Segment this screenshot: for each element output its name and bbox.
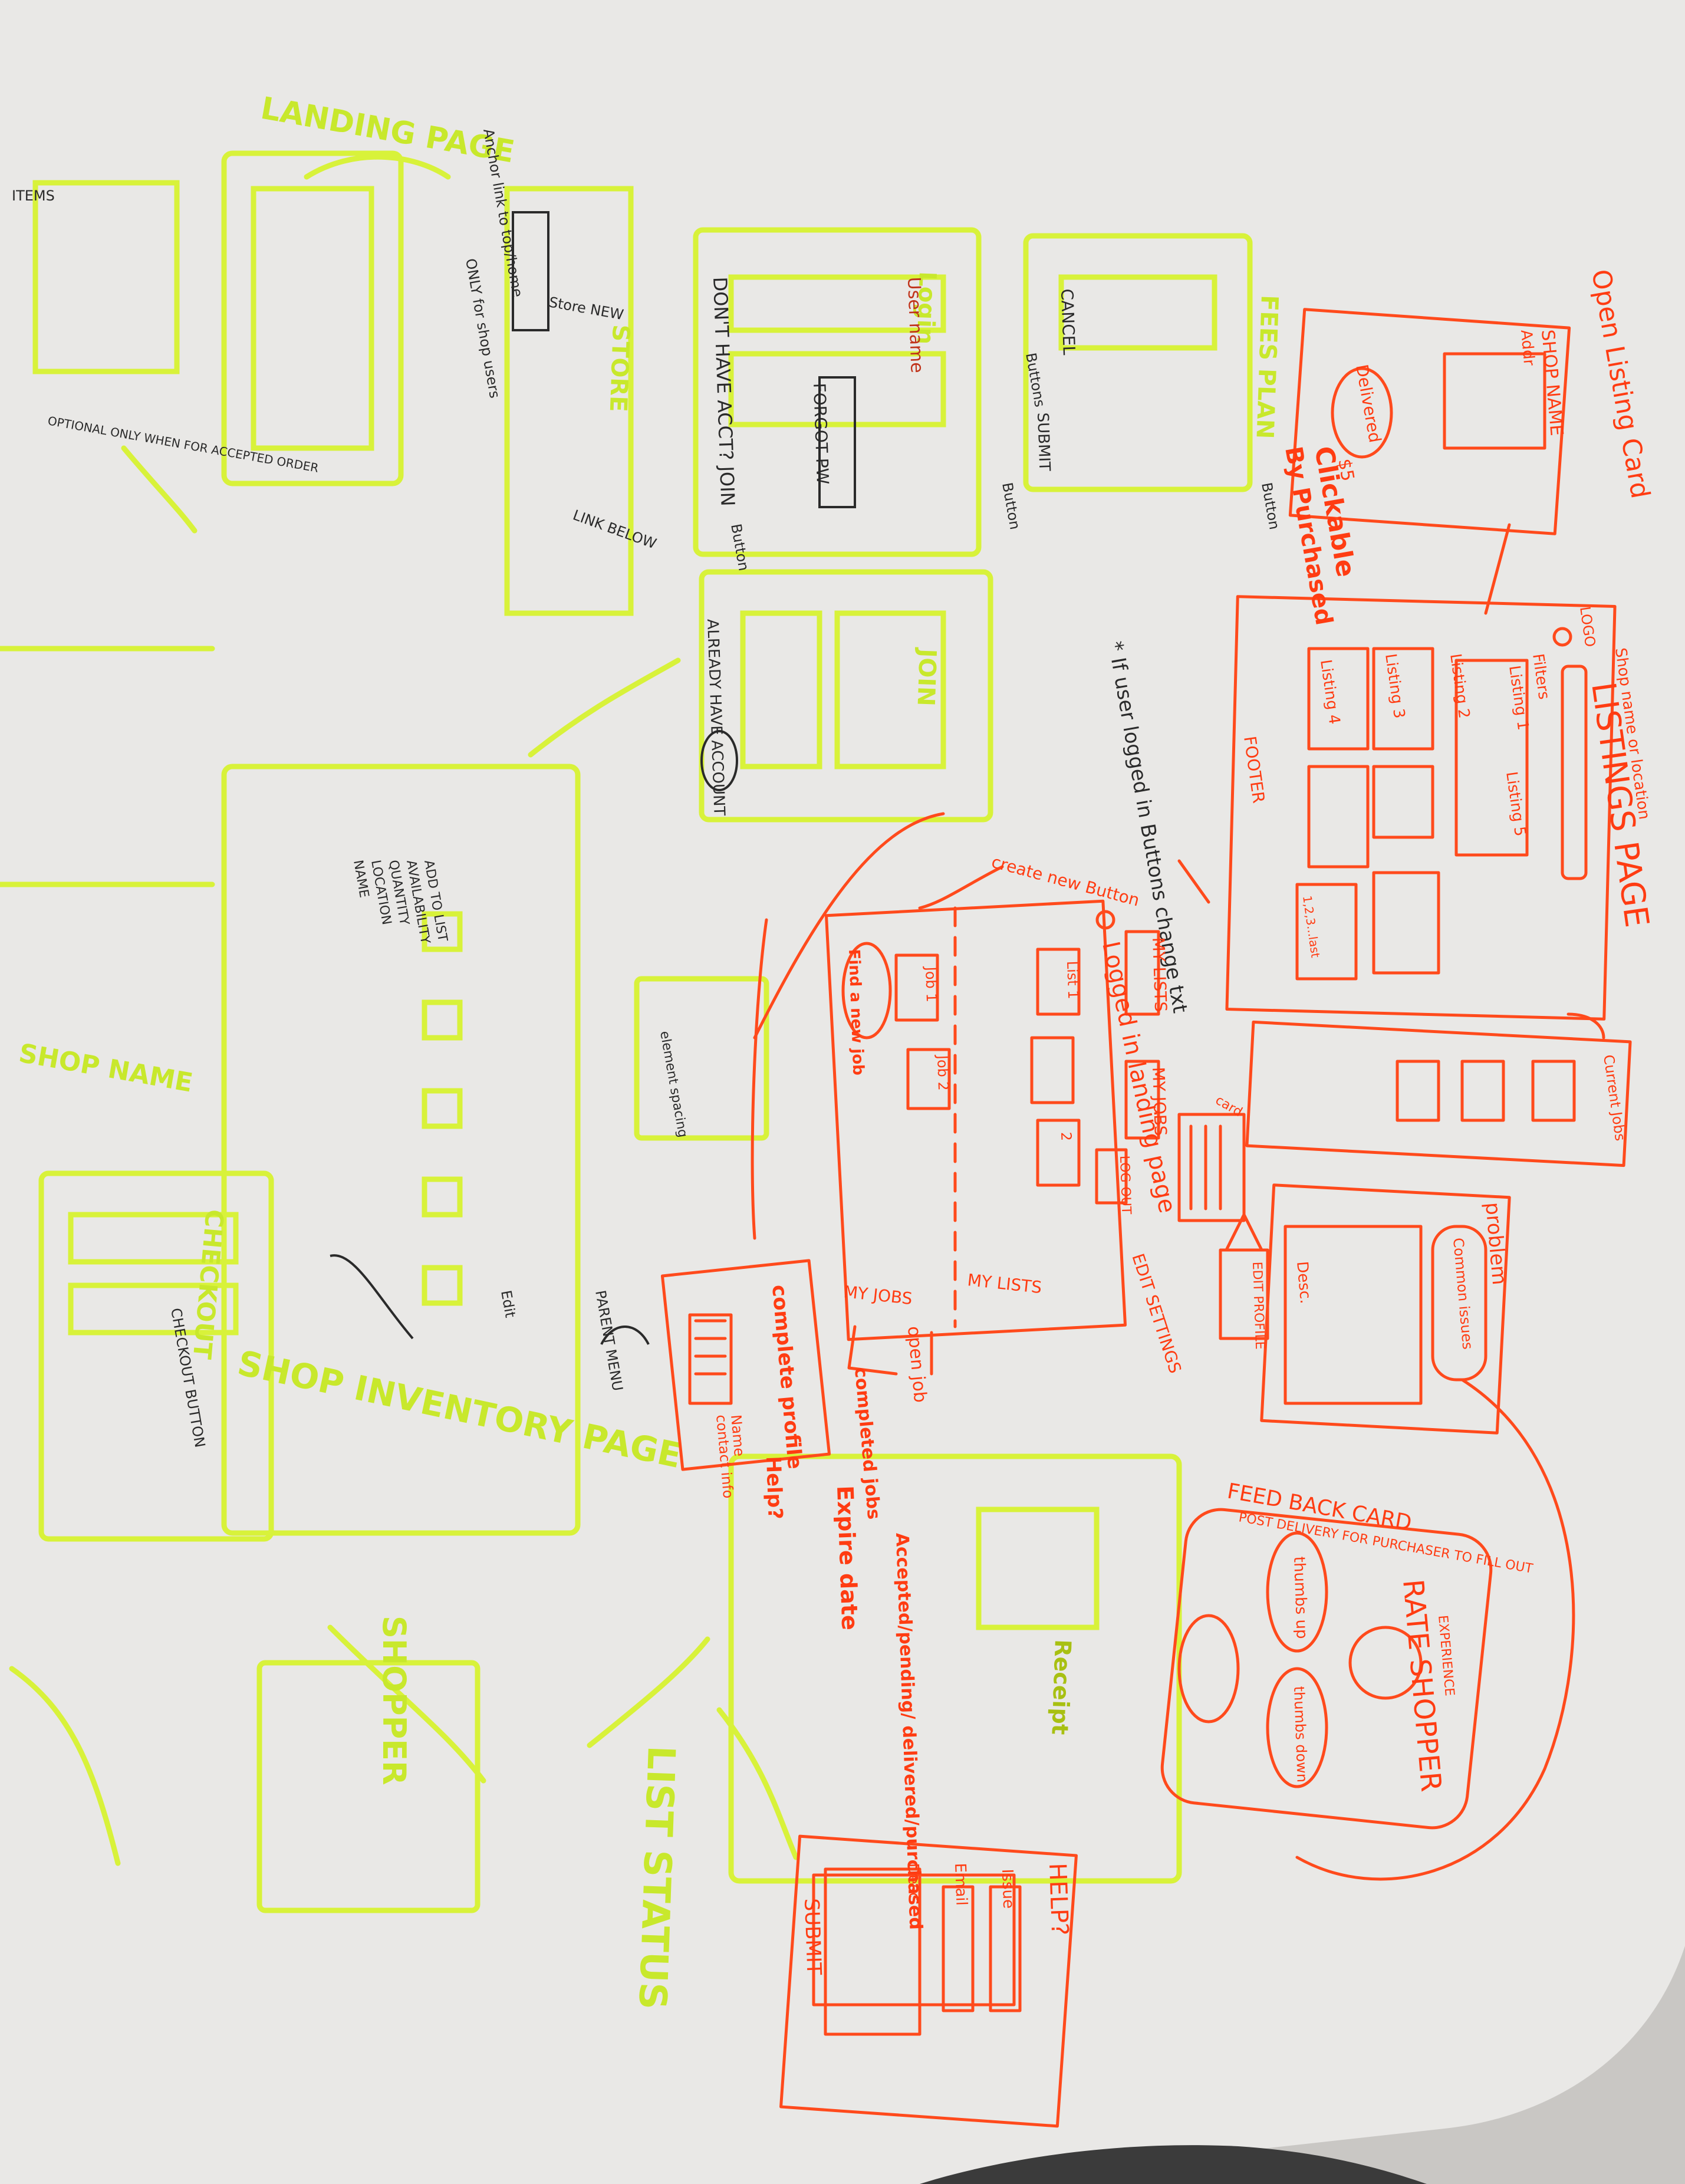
help-submit-label: SUBMIT	[799, 1898, 826, 1975]
job-2-label: Job 2	[934, 1054, 952, 1091]
feedback-card-frame	[1160, 1508, 1493, 1830]
delivered-badge	[1331, 367, 1393, 459]
help-issue-label: Issue	[998, 1869, 1017, 1909]
edit-profile-label: EDIT PROFILE	[1249, 1261, 1267, 1350]
listings-page-frame	[1225, 595, 1617, 1021]
black-pen-shapes	[330, 211, 856, 1345]
help-form-frame	[779, 1834, 1078, 2128]
items-note: ITEMS	[12, 188, 55, 204]
yellow-receipt-label: Receipt	[1046, 1639, 1076, 1735]
find-new-job-bubble	[841, 942, 892, 1040]
job-1-label: Job 1	[922, 965, 940, 1002]
thumbs-up-oval	[1266, 1531, 1328, 1653]
search-bar	[1561, 665, 1588, 880]
listing-2-box	[1372, 647, 1434, 751]
profile-name-label: Name	[728, 1414, 748, 1457]
listing-4-box	[1295, 883, 1358, 981]
forgot-pw-note: FORGOT PW	[809, 383, 832, 485]
list-1-label: List 1	[1064, 961, 1081, 999]
orange-sketch-layer	[660, 308, 1632, 2128]
yellow-join-label: JOIN	[912, 647, 941, 707]
address-label: Addr	[1517, 329, 1538, 367]
yellow-login-frame	[693, 227, 982, 557]
listing-1-box	[1307, 647, 1370, 751]
submit-note: SUBMIT	[1034, 412, 1053, 471]
complete-profile-frame	[660, 1259, 831, 1471]
yellow-shop-frame	[221, 764, 581, 1536]
expire-date-label: Expire date	[832, 1485, 863, 1631]
my-lists-button-box	[1124, 930, 1160, 1016]
my-lists-button-label: MY LISTS	[1148, 937, 1170, 1012]
yellow-login-label: Login	[911, 271, 941, 345]
yellow-list-status-label: LIST STATUS	[630, 1745, 683, 2010]
yellow-fees-label: FEES PLAN	[1250, 295, 1282, 439]
list-2-label: 2	[1058, 1132, 1075, 1141]
open-listing-card-image	[1443, 352, 1546, 450]
thumbs-down-label: thumbs down	[1291, 1686, 1311, 1782]
yellow-join-frame	[699, 569, 993, 823]
current-jobs-frame	[1245, 1020, 1632, 1167]
problem-card-frame	[1260, 1183, 1511, 1435]
yellow-store-label: STORE	[604, 324, 634, 413]
help-desc-label: Desc	[904, 1863, 923, 1901]
find-new-job-label: Find a new job	[845, 949, 867, 1075]
help-link-label: Help?	[761, 1456, 787, 1520]
fabric-corner	[920, 2145, 1427, 2184]
user-name-note: User name	[903, 277, 927, 373]
log-out-box	[1095, 1148, 1128, 1205]
price-label: $5	[1334, 457, 1358, 483]
yellow-landing-page-frame	[221, 150, 404, 486]
log-out-label: LOG OUT	[1117, 1155, 1133, 1215]
yellow-fees-frame	[1023, 233, 1253, 492]
my-jobs-button-label: MY JOBS	[1148, 1067, 1170, 1136]
thumbs-up-label: thumbs up	[1290, 1556, 1311, 1639]
yellow-shopper-label: SHOPPER	[376, 1616, 413, 1785]
yellow-sketch-layer	[0, 150, 1253, 1913]
landing-page-frame	[824, 899, 1127, 1341]
help-email-label: Email	[951, 1863, 970, 1906]
problem-desc-label: Desc.	[1293, 1261, 1314, 1304]
open-listing-card-frame	[1288, 308, 1571, 535]
yellow-inventory-frame	[38, 1170, 274, 1542]
logo-circle	[1552, 627, 1572, 647]
help-form-title: HELP?	[1044, 1863, 1073, 1936]
my-jobs-button-box	[1124, 1060, 1160, 1140]
listing-3-box	[1307, 765, 1370, 869]
cancel-note: CANCEL	[1057, 288, 1079, 356]
thumbs-down-oval	[1266, 1667, 1328, 1788]
